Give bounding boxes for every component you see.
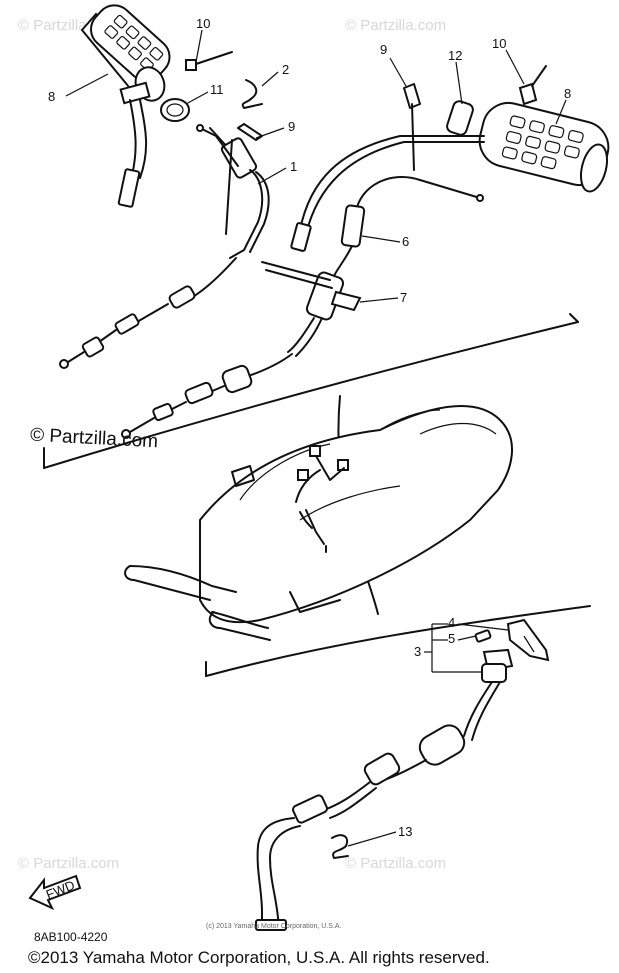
left-handlebar-grip	[80, 4, 171, 208]
cable-tie-long	[265, 269, 333, 289]
switch-harness	[305, 141, 485, 235]
cable-tie-clamp	[330, 290, 362, 312]
grip-spacer-ring	[446, 100, 474, 136]
throttle-cable	[59, 124, 270, 369]
cable-tie-right	[403, 83, 421, 109]
callout-13: 13	[398, 824, 412, 839]
callout-12: 12	[448, 48, 462, 63]
choke-lever-assembly	[292, 618, 550, 824]
callouts: 10 2 11 8 9 1 12 10 8 9 6 7 4 5 3 13	[48, 16, 571, 847]
faint-watermark: © Partzilla.com	[345, 17, 446, 34]
cable-clip-bottom	[331, 834, 349, 859]
callout-2: 2	[282, 62, 289, 77]
cable-tie-long	[261, 261, 331, 281]
harness-connector	[290, 222, 312, 252]
section-divider-top	[569, 313, 579, 323]
fwd-arrow-icon: FWD	[28, 874, 82, 911]
footer-copyright: ©2013 Yamaha Motor Corporation, U.S.A. A…	[28, 948, 490, 967]
bottom-choke-cable	[255, 817, 301, 931]
callout-9: 9	[380, 42, 387, 57]
callout-10: 10	[492, 36, 506, 51]
callout-5: 5	[448, 631, 455, 646]
faint-watermark: © Partzilla.com	[18, 855, 119, 872]
callout-3: 3	[414, 644, 421, 659]
section-divider-top	[43, 321, 579, 469]
callout-10: 10	[196, 16, 210, 31]
callout-7: 7	[400, 290, 407, 305]
grip-ring	[160, 98, 190, 122]
cable-clip	[241, 79, 263, 109]
snowmobile-illustration	[124, 405, 513, 641]
fwd-label: FWD	[44, 877, 77, 902]
diagram-code: 8AB100-4220	[34, 930, 108, 944]
callout-11: 11	[210, 82, 224, 97]
right-handlebar-grip	[478, 101, 610, 193]
callout-1: 1	[290, 159, 297, 174]
grip-end-screw-left	[185, 51, 233, 71]
faint-watermark: © Partzilla.com	[345, 855, 446, 872]
section-divider-bottom	[205, 605, 591, 677]
callout-8: 8	[564, 86, 571, 101]
callout-6: 6	[402, 234, 409, 249]
grip-end-screw-right	[518, 65, 547, 106]
tiny-copyright-note: (c) 2013 Yamaha Motor Corporation, U.S.A…	[206, 923, 342, 930]
callout-8: 8	[48, 89, 55, 104]
cable-tie-strap-left	[225, 139, 233, 235]
switch-harness	[299, 135, 485, 231]
grip-ring-inner	[166, 103, 184, 117]
callout-4: 4	[448, 615, 455, 630]
callout-9: 9	[288, 119, 295, 134]
